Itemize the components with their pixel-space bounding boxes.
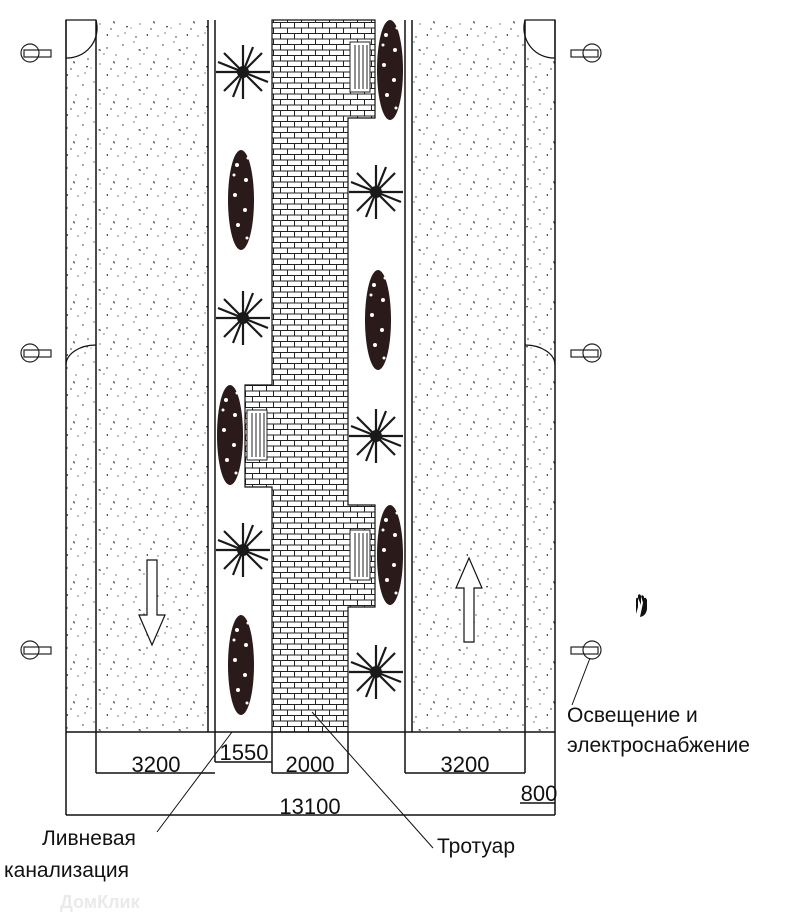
palm-tree-icon bbox=[214, 521, 272, 579]
bench-icon bbox=[349, 529, 371, 581]
bench-icon bbox=[349, 41, 371, 93]
dimension-shoulder: 800 bbox=[521, 781, 558, 806]
lighting-label: Освещение и bbox=[567, 704, 698, 727]
shrub-icon bbox=[365, 270, 391, 370]
drainage-label-2: канализация bbox=[4, 859, 129, 882]
road-lines bbox=[65, 20, 556, 816]
palm-tree-icon bbox=[214, 289, 272, 347]
palm-tree-icon bbox=[347, 643, 405, 701]
street-lamp-icon bbox=[20, 43, 52, 63]
shrub-icon bbox=[377, 20, 403, 120]
street-lamp-icon bbox=[570, 343, 602, 363]
street-lamp-icon bbox=[570, 640, 602, 660]
palm-tree-icon bbox=[347, 407, 405, 465]
dimension-total: 13100 bbox=[279, 794, 340, 819]
shrub-icon bbox=[228, 615, 254, 715]
dimension-left-lane: 3200 bbox=[132, 752, 181, 777]
leader-lines bbox=[156, 657, 591, 849]
arrow-down-icon bbox=[138, 559, 166, 647]
dimension-sidewalk: 2000 bbox=[286, 752, 335, 777]
dimension-right-lane: 3200 bbox=[441, 752, 490, 777]
sidewalk-label: Тротуар bbox=[437, 835, 515, 858]
shrub-icon bbox=[217, 385, 243, 485]
palm-tree-icon bbox=[347, 163, 405, 221]
bench-icon bbox=[246, 409, 268, 461]
right-roadway bbox=[412, 20, 555, 732]
street-lamp-icon bbox=[20, 640, 52, 660]
street-lamp-icon bbox=[20, 343, 52, 363]
lighting-label-2: электроснабжение bbox=[567, 734, 750, 757]
palm-tree-icon bbox=[214, 43, 272, 101]
arrow-up-icon bbox=[455, 556, 483, 643]
shrub-icon bbox=[228, 150, 254, 250]
sidewalk bbox=[244, 19, 376, 733]
drainage-label: Ливневая bbox=[42, 827, 136, 850]
dimension-green-strip: 1550 bbox=[220, 740, 269, 765]
hand-cursor-icon bbox=[636, 594, 647, 617]
left-roadway bbox=[66, 20, 208, 732]
street-lamp-icon bbox=[570, 43, 602, 63]
shrub-icon bbox=[377, 505, 403, 605]
watermark: ДомКлик bbox=[60, 892, 141, 912]
